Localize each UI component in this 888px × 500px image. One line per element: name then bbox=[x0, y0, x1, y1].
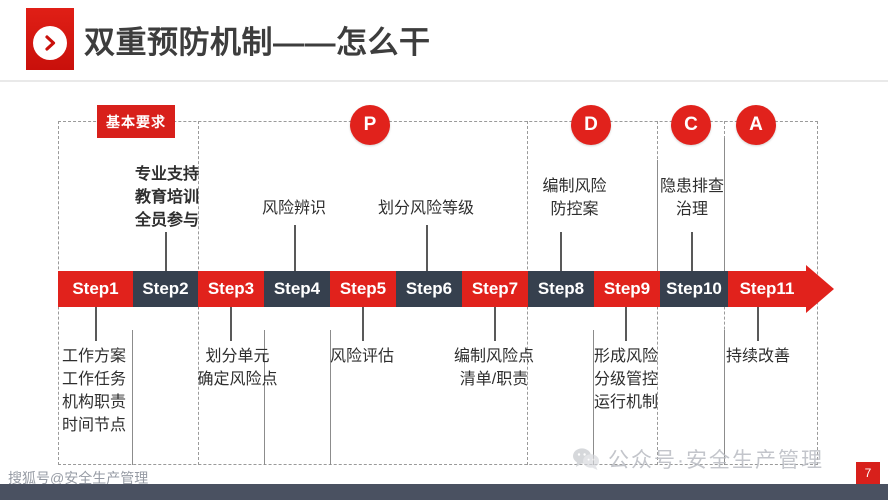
step-item-7[interactable]: Step7 bbox=[462, 271, 528, 307]
top-label-2: 风险辨识 bbox=[249, 197, 339, 220]
bottom-stalk-5 bbox=[625, 307, 627, 341]
pdca-circle-p: P bbox=[350, 105, 390, 145]
bottom-label-1-line-3: 机构职责 bbox=[62, 394, 127, 411]
bottom-label-3-line-1: 风险评估 bbox=[329, 348, 394, 365]
top-stalk-5 bbox=[691, 232, 693, 271]
pdca-circle-c: C bbox=[671, 105, 711, 145]
bottom-label-4-line-1: 编制风险点 bbox=[453, 348, 534, 365]
bottom-stalk-4 bbox=[494, 307, 496, 341]
top-label-4-line-2: 防控案 bbox=[550, 201, 599, 218]
step-item-2[interactable]: Step2 bbox=[133, 271, 198, 307]
bottom-stalk-1 bbox=[95, 307, 97, 341]
header-logo-badge bbox=[26, 8, 74, 70]
top-label-5-line-2: 治理 bbox=[675, 201, 708, 218]
bottom-label-5-line-1: 形成风险 bbox=[593, 348, 658, 365]
top-stalk-2 bbox=[294, 225, 296, 271]
step-bar: Step1 Step2 Step3 Step4 Step5 Step6 Step… bbox=[58, 271, 806, 307]
sub-separator-5 bbox=[724, 330, 725, 465]
watermark-right-text: 公众号·安全生产管理 bbox=[608, 449, 824, 472]
bottom-label-5-line-3: 运行机制 bbox=[593, 394, 658, 411]
watermark-right: 公众号·安全生产管理 bbox=[572, 444, 824, 474]
bottom-label-1: 工作方案 工作任务 机构职责 时间节点 bbox=[62, 345, 126, 437]
sub-separator-3 bbox=[330, 330, 331, 465]
bottom-label-1-line-4: 时间节点 bbox=[62, 417, 127, 434]
top-label-4-line-1: 编制风险 bbox=[542, 178, 607, 195]
bottom-stalk-2 bbox=[230, 307, 232, 341]
bottom-label-5: 形成风险 分级管控 运行机制 bbox=[591, 345, 661, 414]
top-label-1-line-3: 全员参与 bbox=[134, 212, 199, 229]
top-label-1-line-1: 专业支持 bbox=[134, 166, 199, 183]
sub-separator-4 bbox=[593, 330, 594, 465]
bottom-label-6-line-1: 持续改善 bbox=[725, 348, 790, 365]
bottom-label-5-line-2: 分级管控 bbox=[593, 371, 658, 388]
sub-separator-1 bbox=[132, 330, 133, 465]
step-item-4[interactable]: Step4 bbox=[264, 271, 330, 307]
top-label-5-line-1: 隐患排查 bbox=[659, 178, 724, 195]
sub-separator-6 bbox=[724, 138, 725, 271]
top-label-3-line-1: 划分风险等级 bbox=[377, 200, 474, 217]
bottom-label-3: 风险评估 bbox=[322, 345, 402, 368]
step-item-8[interactable]: Step8 bbox=[528, 271, 594, 307]
bottom-label-1-line-2: 工作任务 bbox=[62, 371, 127, 388]
step-item-6[interactable]: Step6 bbox=[396, 271, 462, 307]
page-title: 双重预防机制——怎么干 bbox=[84, 25, 431, 60]
page-number-badge: 7 bbox=[856, 462, 880, 484]
step-bar-arrowhead bbox=[806, 265, 834, 313]
step-item-10[interactable]: Step10 bbox=[660, 271, 728, 307]
bottom-label-2-line-1: 划分单元 bbox=[205, 348, 270, 365]
bottom-bar bbox=[0, 484, 888, 500]
bottom-label-4: 编制风险点 清单/职责 bbox=[440, 345, 548, 391]
bottom-stalk-6 bbox=[757, 307, 759, 341]
watermark-left: 搜狐号@安全生产管理 bbox=[8, 470, 149, 486]
top-stalk-1 bbox=[165, 232, 167, 271]
step-item-1[interactable]: Step1 bbox=[58, 271, 133, 307]
wechat-icon bbox=[572, 447, 600, 471]
bottom-label-1-line-1: 工作方案 bbox=[62, 348, 127, 365]
bottom-label-2: 划分单元 确定风险点 bbox=[190, 345, 285, 391]
top-label-2-line-1: 风险辨识 bbox=[261, 200, 326, 217]
top-stalk-3 bbox=[426, 225, 428, 271]
step-item-11[interactable]: Step11 bbox=[728, 271, 806, 307]
sub-separator-7 bbox=[657, 160, 658, 271]
sub-separator-2 bbox=[264, 330, 265, 465]
top-label-4: 编制风险 防控案 bbox=[527, 175, 622, 221]
basic-requirement-tag: 基本要求 bbox=[97, 105, 175, 138]
bottom-label-4-line-2: 清单/职责 bbox=[459, 371, 529, 388]
bottom-stalk-3 bbox=[362, 307, 364, 341]
top-label-5: 隐患排查 治理 bbox=[657, 175, 727, 221]
step-item-9[interactable]: Step9 bbox=[594, 271, 660, 307]
top-label-1-line-2: 教育培训 bbox=[134, 189, 199, 206]
step-item-3[interactable]: Step3 bbox=[198, 271, 264, 307]
top-stalk-4 bbox=[560, 232, 562, 271]
pdca-circle-a: A bbox=[736, 105, 776, 145]
top-label-1: 专业支持 教育培训 全员参与 bbox=[122, 163, 212, 232]
step-item-5[interactable]: Step5 bbox=[330, 271, 396, 307]
chevron-right-icon bbox=[33, 26, 67, 60]
title-divider bbox=[0, 80, 888, 82]
bottom-label-6: 持续改善 bbox=[722, 345, 794, 368]
top-label-3: 划分风险等级 bbox=[371, 197, 481, 220]
pdca-circle-d: D bbox=[571, 105, 611, 145]
bottom-label-2-line-2: 确定风险点 bbox=[197, 371, 278, 388]
